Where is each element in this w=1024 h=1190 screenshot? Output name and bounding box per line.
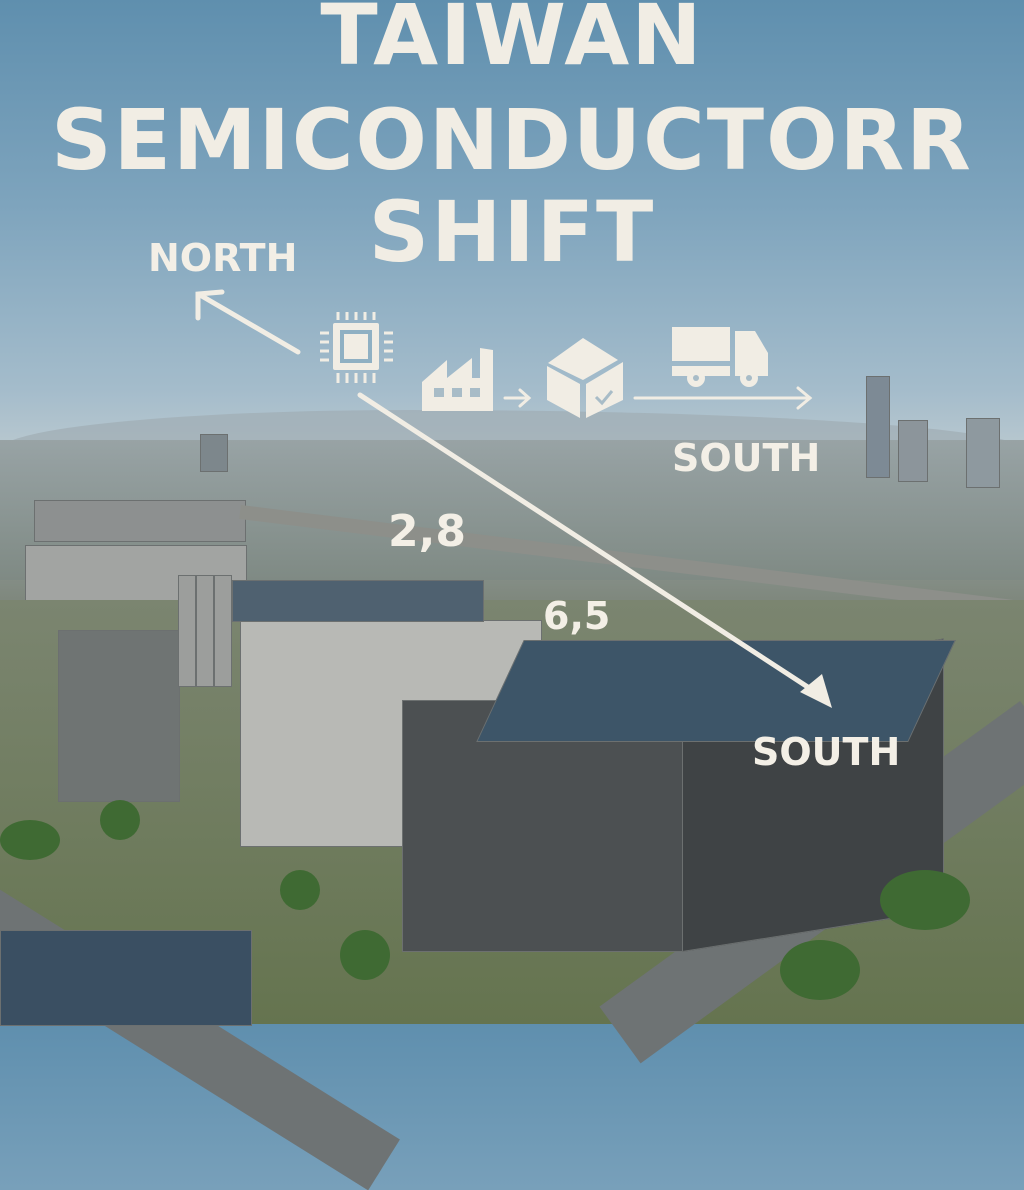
factory-arrow-head: [518, 388, 532, 408]
tree: [880, 870, 970, 930]
tree: [100, 800, 140, 840]
solar-roof: [232, 580, 484, 622]
tower: [966, 418, 1000, 488]
title-line-2: SEMICONDUCTORR: [51, 91, 973, 189]
south-label-lower: SOUTH: [752, 730, 901, 774]
north-arrow-icon: [195, 289, 301, 355]
south-label-upper: SOUTH: [672, 436, 821, 480]
value-label-a: 2,8: [388, 506, 466, 557]
value-label-b: 6,5: [543, 594, 611, 638]
south-arrow-line: [357, 392, 823, 698]
title-line-3: SHIFT: [368, 183, 656, 281]
factory-icon: [422, 348, 493, 411]
tower: [866, 376, 890, 478]
building: [34, 500, 246, 542]
chimney: [178, 575, 196, 687]
flow-arrow-head: [796, 386, 813, 410]
box-icon: [547, 338, 623, 418]
truck-icon: [672, 327, 768, 387]
tree: [340, 930, 390, 980]
infographic-overlay: [195, 289, 832, 708]
chip-icon: [320, 312, 393, 383]
chimney: [214, 575, 232, 687]
tree: [280, 870, 320, 910]
tower: [898, 420, 928, 482]
south-arrow-head-icon: [800, 674, 832, 708]
solar-panels: [0, 930, 252, 1026]
tree: [0, 820, 60, 860]
tower: [200, 434, 228, 472]
title-line-1: TAIWAN: [320, 0, 704, 80]
tree: [780, 940, 860, 1000]
chimney: [196, 575, 214, 687]
north-label: NORTH: [148, 236, 298, 280]
